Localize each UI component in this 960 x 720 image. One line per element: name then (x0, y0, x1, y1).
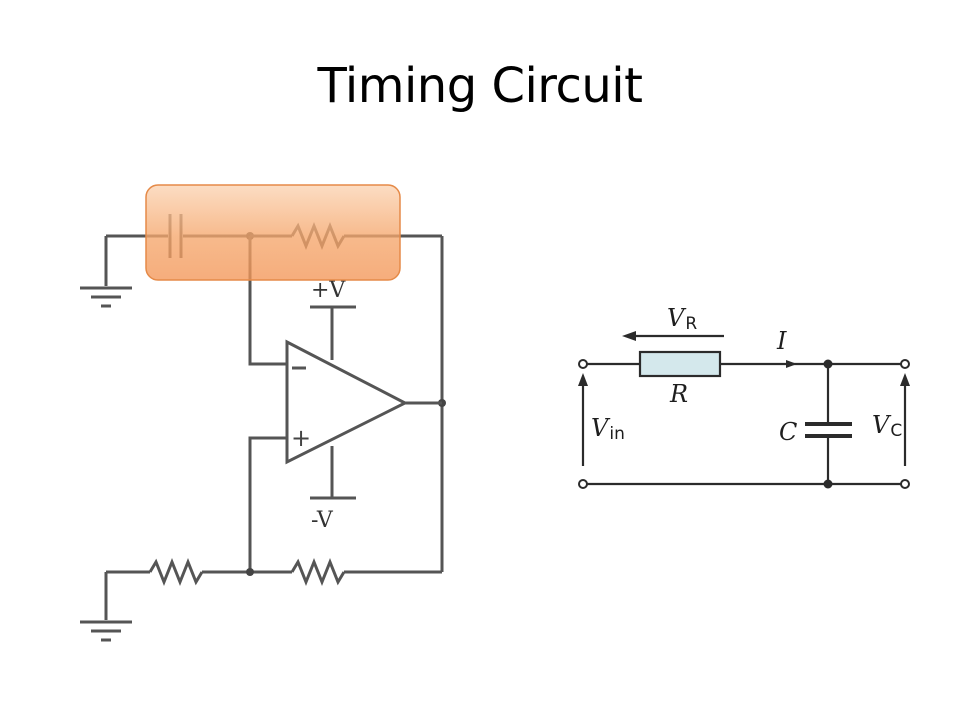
opamp-symbol (285, 339, 409, 465)
vr-arrow (622, 331, 636, 341)
vc-label: VC (872, 411, 902, 441)
rc-circuit: I VR R C Vin VC (578, 304, 910, 489)
vin-arrow (578, 373, 588, 386)
ground-symbol-bottom (80, 572, 132, 642)
positive-supply-label: +V (311, 278, 346, 303)
terminal (900, 479, 910, 489)
noninverting-input-label: + (291, 424, 311, 452)
vr-label: VR (667, 304, 697, 334)
terminal (900, 359, 910, 369)
node-dot (246, 568, 254, 576)
resistor-box (638, 350, 722, 378)
opamp-timing-circuit: − + +V -V (80, 184, 446, 642)
current-arrow (786, 360, 797, 368)
terminal (578, 359, 588, 369)
negative-supply-label: -V (311, 508, 334, 533)
vin-label: Vin (591, 414, 625, 444)
divider-resistor-ground (148, 557, 204, 587)
vc-arrow (900, 373, 910, 386)
terminal (578, 479, 588, 489)
capacitor-label: C (779, 418, 797, 446)
ground-symbol-top (80, 236, 132, 308)
slide-title: Timing Circuit (317, 58, 643, 114)
highlight-box (145, 184, 401, 281)
current-label: I (776, 327, 787, 355)
divider-resistor-feedback (290, 557, 346, 587)
resistor-label: R (669, 380, 688, 408)
